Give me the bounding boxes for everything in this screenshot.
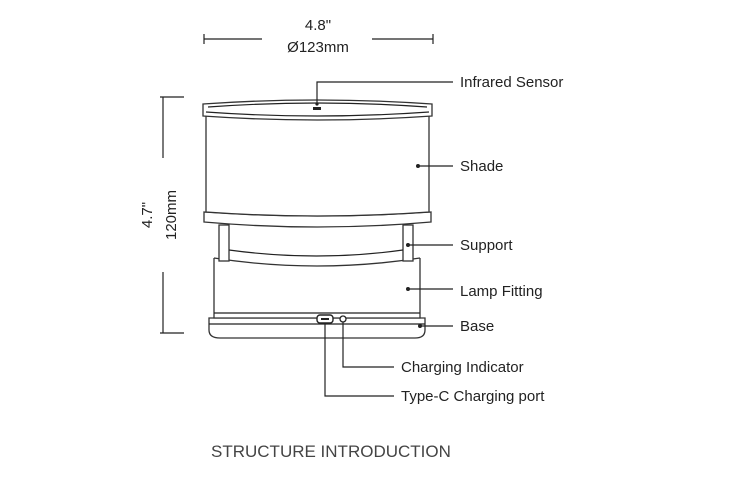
height-mm-label: 120mm	[163, 190, 180, 240]
infrared-sensor-dot	[313, 107, 321, 110]
height-inch-label: 4.7"	[139, 202, 156, 228]
base-ring	[208, 317, 426, 339]
label-type-c-port: Type-C Charging port	[401, 388, 545, 405]
label-infrared-sensor: Infrared Sensor	[460, 74, 563, 91]
callout-lines	[315, 81, 453, 397]
label-base: Base	[460, 318, 494, 335]
charging-indicator-icon	[339, 315, 347, 323]
label-support: Support	[460, 237, 513, 254]
width-inch-label: 4.8"	[305, 17, 331, 34]
diagram-title: STRUCTURE INTRODUCTION	[211, 442, 451, 461]
label-lamp-fitting: Lamp Fitting	[460, 283, 543, 300]
height-dimension: 4.7" 120mm	[139, 96, 184, 334]
label-charging-indicator: Charging Indicator	[401, 359, 524, 376]
callout-labels: Infrared Sensor Shade Support Lamp Fitti…	[401, 74, 563, 405]
width-mm-label: Ø123mm	[287, 39, 349, 56]
lamp-fitting-body	[213, 258, 421, 319]
label-shade: Shade	[460, 158, 503, 175]
lamp-drawing	[202, 99, 433, 339]
width-dimension: 4.8" Ø123mm	[203, 17, 434, 56]
support-left	[218, 224, 230, 262]
shade-body	[205, 111, 430, 217]
